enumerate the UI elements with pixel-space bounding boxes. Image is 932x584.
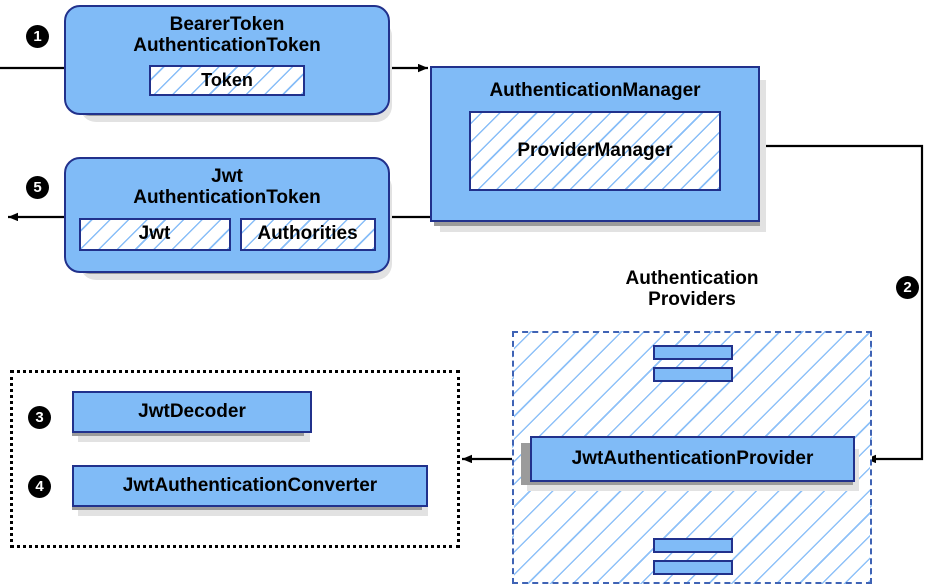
jwt-converter-node[interactable]: JwtAuthenticationConverter (72, 465, 428, 507)
authentication-manager-title: AuthenticationManager (489, 80, 701, 101)
provider-bar-top-2 (653, 367, 733, 382)
jwt-provider-title: JwtAuthenticationProvider (571, 448, 814, 470)
bearer-token-title: BearerToken AuthenticationToken (133, 14, 321, 57)
connector-manager-to-provider (760, 144, 924, 464)
provider-bar-bottom-2 (653, 560, 733, 575)
authentication-manager-node[interactable]: AuthenticationManager ProviderManager (430, 66, 760, 222)
provider-bar-top-1 (653, 345, 733, 360)
step-badge-4: 4 (28, 475, 51, 498)
jwt-token-compartment-authorities: Authorities (239, 217, 376, 251)
step-badge-1: 1 (26, 25, 49, 48)
jwt-token-title: Jwt AuthenticationToken (133, 166, 321, 209)
jwt-converter-title: JwtAuthenticationConverter (122, 475, 378, 497)
jwt-decoder-title: JwtDecoder (138, 401, 246, 423)
step-badge-3: 3 (28, 406, 51, 429)
jwt-token-compartment-row: Jwt Authorities (78, 217, 376, 251)
authentication-providers-label: Authentication Providers (625, 268, 759, 311)
jwt-decoder-node[interactable]: JwtDecoder (72, 391, 312, 433)
bearer-token-node[interactable]: BearerToken AuthenticationToken Token (64, 5, 390, 115)
authentication-manager-compartment-provider-manager: ProviderManager (469, 111, 721, 192)
step-badge-5: 5 (26, 176, 49, 199)
provider-bar-bottom-1 (653, 538, 733, 553)
step-badge-2: 2 (896, 276, 919, 299)
jwt-token-compartment-jwt: Jwt (78, 217, 231, 251)
bearer-token-compartment-token: Token (149, 64, 305, 96)
jwt-provider-node[interactable]: JwtAuthenticationProvider (530, 436, 855, 482)
jwt-token-node[interactable]: Jwt AuthenticationToken Jwt Authorities (64, 157, 390, 273)
